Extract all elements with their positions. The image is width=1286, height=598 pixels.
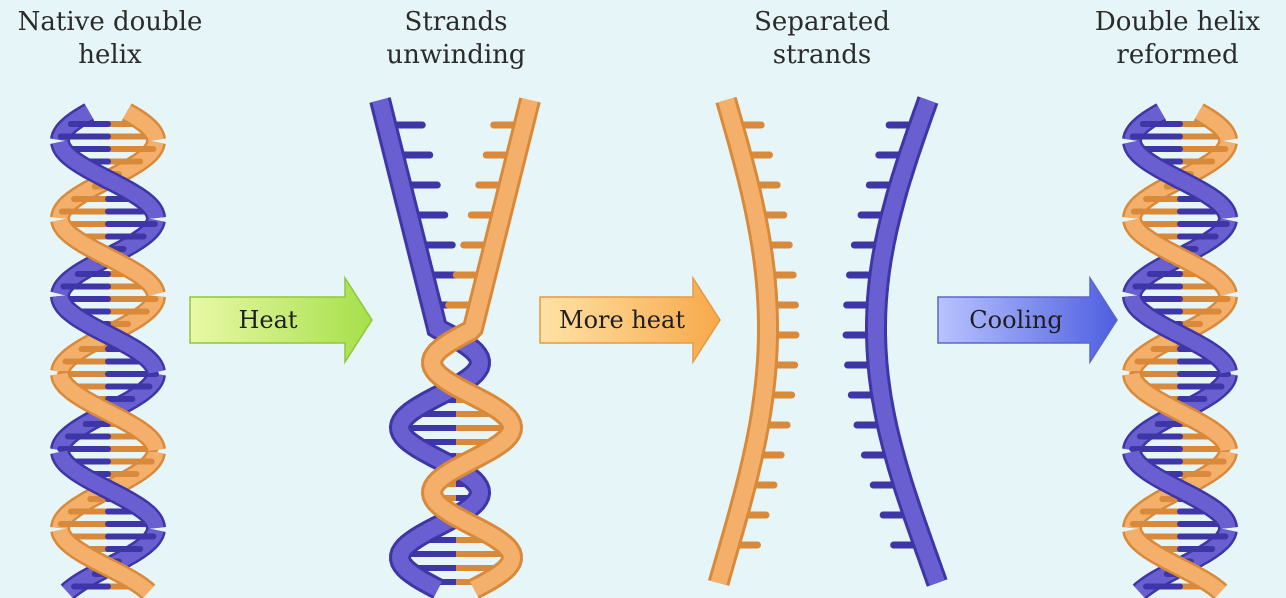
cooling-arrow: Cooling [938, 278, 1117, 362]
more-heat-label: More heat [559, 306, 685, 334]
native-double-helix [60, 112, 156, 592]
strand-backbone [719, 100, 768, 583]
more-heat-arrow: More heat [540, 278, 720, 362]
unwinding-strands [380, 100, 530, 589]
separated-strands [719, 100, 938, 583]
heat-label: Heat [238, 306, 297, 334]
unwinding-base-pairs [400, 400, 512, 582]
reformed-double-helix [1132, 112, 1228, 592]
heat-arrow: Heat [190, 278, 372, 362]
cooling-label: Cooling [969, 306, 1062, 334]
